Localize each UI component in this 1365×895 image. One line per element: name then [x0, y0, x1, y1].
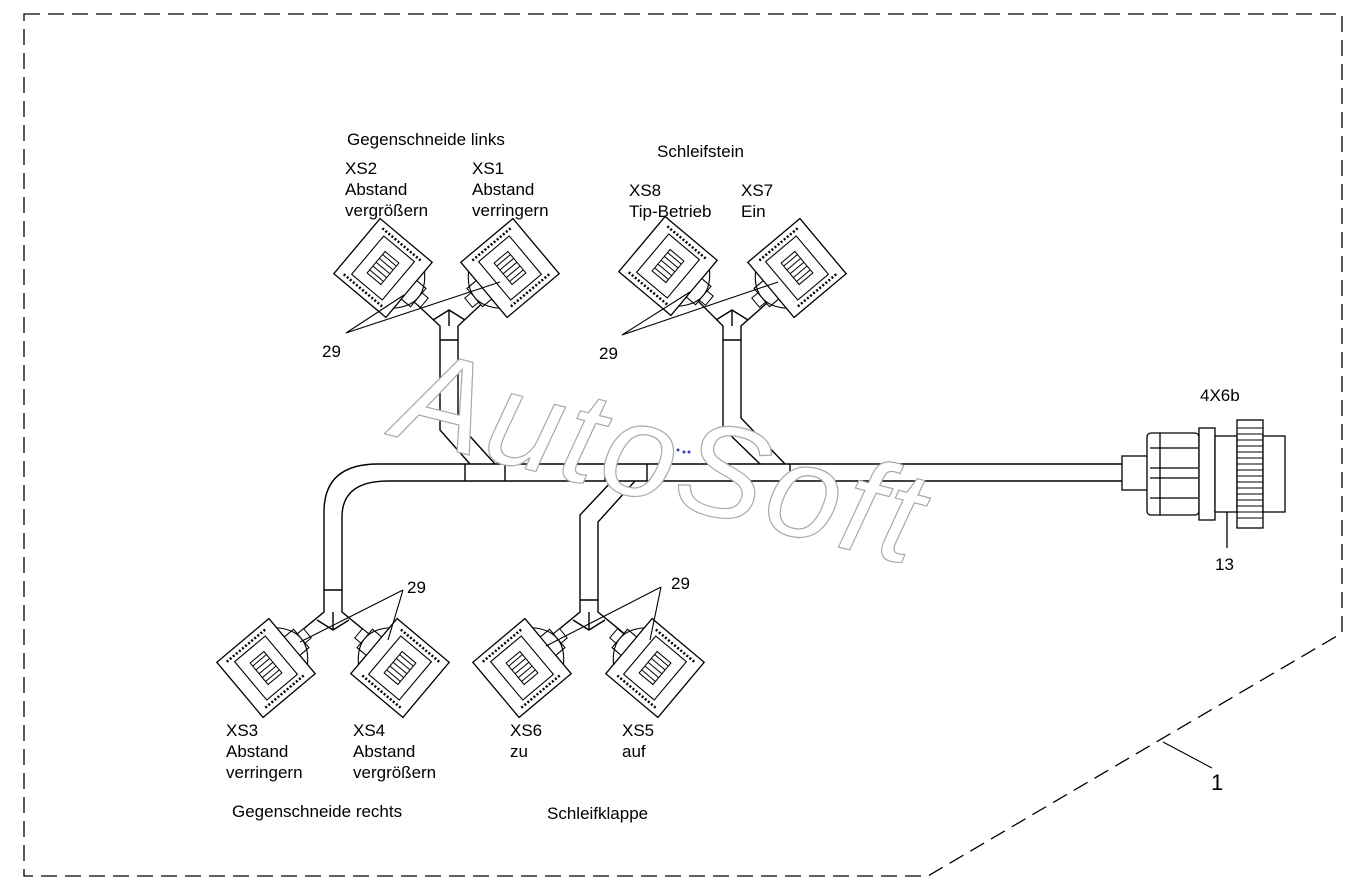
callout-1-leader: [1162, 741, 1213, 769]
callout-29-schleifstein: 29: [599, 344, 618, 363]
label-xs6: XS6 zu: [510, 720, 542, 762]
label-xs1-line2: verringern: [472, 201, 549, 220]
label-xs2-line2: vergrößern: [345, 201, 429, 220]
label-xs6-id: XS6: [510, 721, 543, 740]
callout-1: 1: [1211, 770, 1224, 795]
label-xs4: XS4 Abstand vergrößern: [353, 720, 436, 783]
label-xs2-line1: Abstand: [345, 180, 408, 199]
connector-xs4: [334, 604, 451, 719]
label-xs4-id: XS4: [353, 721, 386, 740]
group-title-gegenschneide-rechts: Gegenschneide rechts: [232, 802, 403, 821]
callout-13: 13: [1215, 555, 1234, 574]
label-xs7-id: XS7: [741, 181, 774, 200]
label-xs3: XS3 Abstand verringern: [226, 720, 303, 783]
label-xs8: XS8 Tip-Betrieb: [629, 180, 712, 222]
assembly-boundary: [23, 13, 1343, 877]
connector-4x6b: [1121, 419, 1286, 548]
label-xs1-id: XS1: [472, 159, 505, 178]
group-title-schleifstein: Schleifstein: [657, 142, 744, 161]
label-xs5-line1: auf: [622, 742, 646, 761]
connector-xs5: [589, 604, 706, 719]
label-xs8-id: XS8: [629, 181, 662, 200]
callout-29-rechts: 29: [407, 578, 426, 597]
label-xs3-id: XS3: [226, 721, 259, 740]
label-xs2: XS2 Abstand vergrößern: [345, 158, 428, 221]
connector-xs2: [332, 217, 449, 332]
label-xs2-id: XS2: [345, 159, 378, 178]
connector-xs8: [617, 215, 734, 330]
label-xs5-id: XS5: [622, 721, 655, 740]
label-xs4-line1: Abstand: [353, 742, 416, 761]
callout-29-schleifklappe: 29: [671, 574, 690, 593]
label-xs5: XS5 auf: [622, 720, 654, 762]
label-xs6-line1: zu: [510, 742, 528, 761]
label-xs4-line2: vergrößern: [353, 763, 437, 782]
label-4x6b: 4X6b: [1200, 386, 1240, 405]
blue-marks: [670, 446, 691, 454]
label-xs1-line1: Abstand: [472, 180, 535, 199]
main-trunk: [323, 463, 1122, 590]
connector-xs7: [731, 217, 848, 332]
branch-schleifstein: [692, 295, 786, 465]
label-xs3-line1: Abstand: [226, 742, 289, 761]
group-title-gegenschneide-links: Gegenschneide links: [347, 130, 505, 149]
callout-29-leaders: [299, 281, 779, 647]
group-title-schleifklappe: Schleifklappe: [547, 804, 649, 823]
label-xs3-line2: verringern: [226, 763, 303, 782]
callout-29-links: 29: [322, 342, 341, 361]
connector-xs3: [215, 604, 332, 719]
connector-xs1: [444, 217, 561, 332]
label-xs7-line1: Ein: [741, 202, 766, 221]
connector-xs6: [471, 604, 588, 719]
label-xs7: XS7 Ein: [741, 180, 773, 222]
label-xs1: XS1 Abstand verringern: [472, 158, 549, 221]
label-xs8-line1: Tip-Betrieb: [629, 202, 712, 221]
